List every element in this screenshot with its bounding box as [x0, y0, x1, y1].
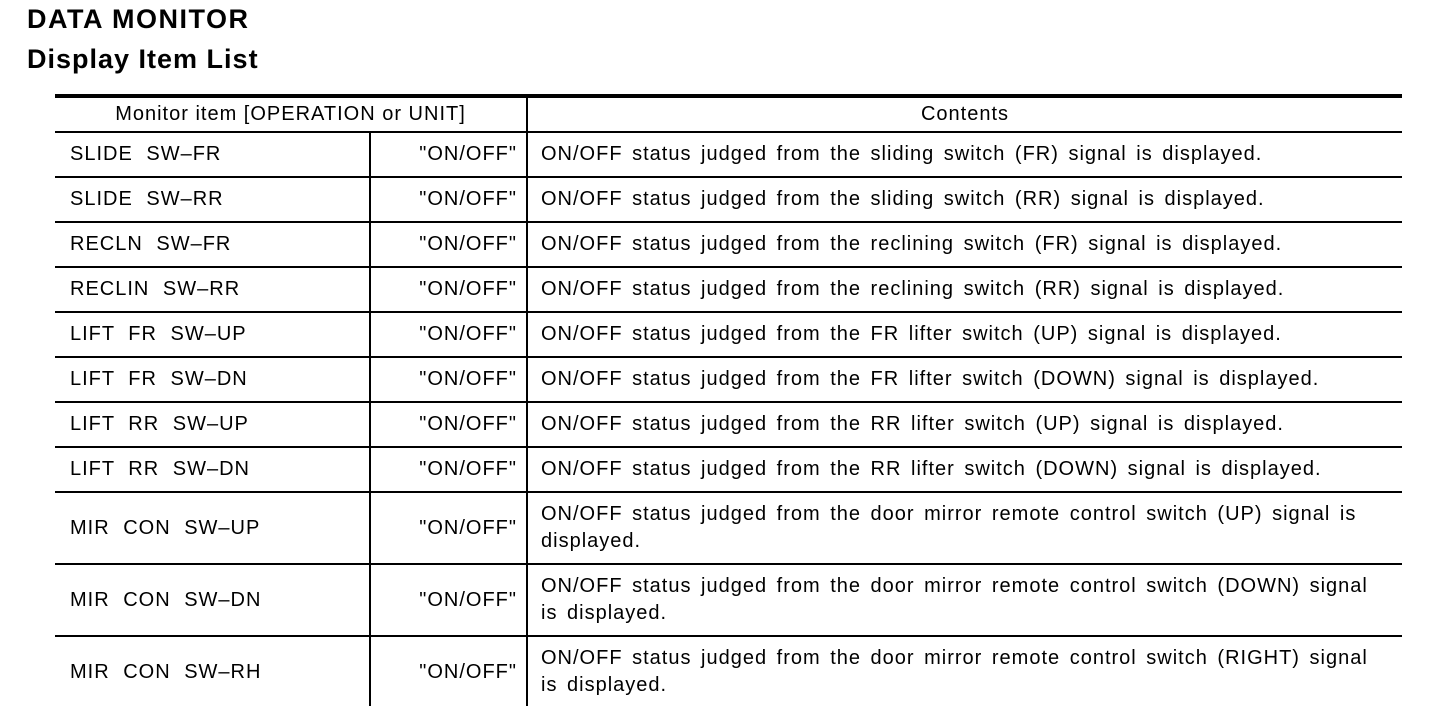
- monitor-item-cell: LIFT RR SW–UP: [55, 402, 371, 448]
- operation-cell: "ON/OFF": [370, 492, 528, 565]
- table-row: MIR CON SW–RH"ON/OFF"ON/OFF status judge…: [55, 636, 1402, 706]
- table-row: MIR CON SW–UP"ON/OFF"ON/OFF status judge…: [55, 492, 1402, 565]
- monitor-item-cell: LIFT FR SW–UP: [55, 312, 371, 358]
- monitor-item-cell: LIFT FR SW–DN: [55, 357, 371, 403]
- contents-cell: ON/OFF status judged from the reclining …: [527, 267, 1402, 313]
- header-contents: Contents: [527, 96, 1402, 133]
- contents-cell: ON/OFF status judged from the FR lifter …: [527, 357, 1402, 403]
- contents-cell: ON/OFF status judged from the door mirro…: [527, 636, 1402, 706]
- operation-cell: "ON/OFF": [370, 636, 528, 706]
- operation-cell: "ON/OFF": [370, 132, 528, 178]
- operation-cell: "ON/OFF": [370, 267, 528, 313]
- table-row: SLIDE SW–FR"ON/OFF"ON/OFF status judged …: [55, 132, 1402, 178]
- operation-cell: "ON/OFF": [370, 312, 528, 358]
- title-block: DATA MONITOR Display Item List: [27, 4, 1440, 74]
- monitor-item-cell: MIR CON SW–DN: [55, 564, 371, 637]
- operation-cell: "ON/OFF": [370, 222, 528, 268]
- monitor-item-cell: SLIDE SW–FR: [55, 132, 371, 178]
- table-row: LIFT RR SW–UP"ON/OFF"ON/OFF status judge…: [55, 402, 1402, 448]
- contents-cell: ON/OFF status judged from the door mirro…: [527, 564, 1402, 637]
- operation-cell: "ON/OFF": [370, 447, 528, 493]
- table-header-row: Monitor item [OPERATION or UNIT] Content…: [55, 96, 1402, 133]
- page-title: DATA MONITOR: [27, 4, 250, 34]
- monitor-item-cell: RECLIN SW–RR: [55, 267, 371, 313]
- contents-cell: ON/OFF status judged from the sliding sw…: [527, 177, 1402, 223]
- monitor-table-body: SLIDE SW–FR"ON/OFF"ON/OFF status judged …: [55, 132, 1402, 706]
- operation-cell: "ON/OFF": [370, 177, 528, 223]
- table-row: MIR CON SW–DN"ON/OFF"ON/OFF status judge…: [55, 564, 1402, 637]
- contents-cell: ON/OFF status judged from the reclining …: [527, 222, 1402, 268]
- header-monitor-item: Monitor item [OPERATION or UNIT]: [55, 96, 528, 133]
- monitor-item-cell: RECLN SW–FR: [55, 222, 371, 268]
- contents-cell: ON/OFF status judged from the RR lifter …: [527, 402, 1402, 448]
- table-row: SLIDE SW–RR"ON/OFF"ON/OFF status judged …: [55, 177, 1402, 223]
- operation-cell: "ON/OFF": [370, 402, 528, 448]
- contents-cell: ON/OFF status judged from the sliding sw…: [527, 132, 1402, 178]
- display-item-table: Monitor item [OPERATION or UNIT] Content…: [55, 94, 1402, 706]
- contents-cell: ON/OFF status judged from the door mirro…: [527, 492, 1402, 565]
- monitor-item-cell: LIFT RR SW–DN: [55, 447, 371, 493]
- monitor-item-cell: MIR CON SW–UP: [55, 492, 371, 565]
- table-row: LIFT RR SW–DN"ON/OFF"ON/OFF status judge…: [55, 447, 1402, 493]
- table-row: LIFT FR SW–DN"ON/OFF"ON/OFF status judge…: [55, 357, 1402, 403]
- operation-cell: "ON/OFF": [370, 564, 528, 637]
- contents-cell: ON/OFF status judged from the FR lifter …: [527, 312, 1402, 358]
- page-subtitle: Display Item List: [27, 44, 259, 74]
- operation-cell: "ON/OFF": [370, 357, 528, 403]
- table-row: LIFT FR SW–UP"ON/OFF"ON/OFF status judge…: [55, 312, 1402, 358]
- monitor-item-cell: SLIDE SW–RR: [55, 177, 371, 223]
- table-header: Monitor item [OPERATION or UNIT] Content…: [55, 96, 1402, 133]
- contents-cell: ON/OFF status judged from the RR lifter …: [527, 447, 1402, 493]
- monitor-item-cell: MIR CON SW–RH: [55, 636, 371, 706]
- table-row: RECLN SW–FR"ON/OFF"ON/OFF status judged …: [55, 222, 1402, 268]
- table-row: RECLIN SW–RR"ON/OFF"ON/OFF status judged…: [55, 267, 1402, 313]
